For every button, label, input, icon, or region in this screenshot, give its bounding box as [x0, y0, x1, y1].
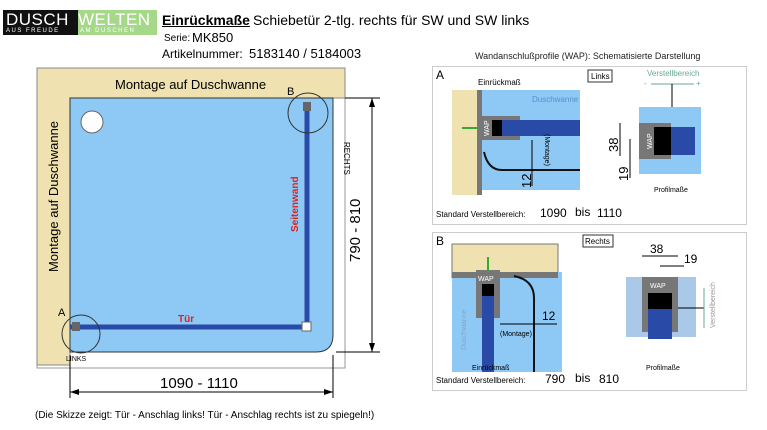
range-label: Verstellbereich	[710, 282, 717, 328]
range-from: 790	[545, 372, 565, 386]
marker-circle-a	[61, 314, 101, 354]
side-badge: Rechts	[585, 237, 610, 246]
side-badge: Links	[591, 72, 610, 81]
range-to: 1110	[597, 206, 622, 220]
logo-text-2: WELTEN	[78, 10, 151, 29]
std-range-label: Standard Verstellbereich:	[436, 210, 525, 219]
side-wall-label: Seitenwand	[290, 176, 301, 232]
minus-sign: -	[644, 79, 647, 88]
std-range-label: Standard Verstellbereich:	[436, 376, 525, 385]
tray-label: Duschwanne	[532, 95, 579, 104]
dim-12: 12	[519, 174, 534, 188]
montage-label: (Montage)	[543, 134, 550, 166]
article-value: 5183140 / 5184003	[249, 46, 362, 61]
page-title: Einrückmaße	[162, 12, 250, 28]
marker-circle-b	[287, 92, 329, 134]
logo-sub-2: AM DUSCHEN	[80, 28, 136, 34]
left-corner-label: LINKS	[66, 356, 87, 363]
right-corner-label: RECHTS	[342, 142, 351, 175]
serie-label: Serie:	[164, 33, 191, 44]
dim-38: 38	[606, 138, 621, 152]
marker-a: A	[58, 307, 66, 319]
duschwelten-logo: DUSCH AUS FREUDE WELTEN AM DUSCHEN	[3, 10, 157, 35]
footnote: (Die Skizze zeigt: Tür - Anschlag links!…	[35, 410, 374, 421]
einrueck-label: Einrückmaß	[478, 78, 521, 87]
panel-letter: A	[436, 68, 444, 82]
article-label: Artikelnummer:	[162, 47, 243, 61]
wap-panel-b: B Rechts Duschwanne WAP 12 (Montage) Ein…	[432, 232, 747, 391]
profile-label: Profilmaße	[654, 187, 688, 194]
panel-letter: B	[436, 234, 444, 248]
wap-label: WAP	[650, 283, 666, 290]
tray-label: Duschwanne	[461, 309, 468, 350]
door-label: Tür	[178, 314, 194, 325]
range-from: 1090	[540, 206, 567, 220]
dim-19: 19	[684, 252, 698, 266]
shower-tray	[69, 97, 334, 353]
wap-label: WAP	[478, 276, 494, 283]
montage-label: (Montage)	[500, 331, 532, 338]
logo-text-1: DUSCH	[6, 10, 69, 29]
page-subtitle: Schiebetür 2-tlg. rechts für SW und SW l…	[253, 12, 530, 28]
dim-38: 38	[650, 242, 664, 256]
profile-label: Profilmaße	[646, 365, 680, 372]
range-label: Verstellbereich	[647, 69, 699, 78]
range-bis: bis	[575, 205, 590, 219]
dim-12: 12	[542, 309, 556, 323]
wap-label: WAP	[484, 120, 491, 136]
height-dimension: 790 - 810	[347, 199, 364, 262]
top-label: Montage auf Duschwanne	[115, 77, 266, 92]
wap-label: WAP	[647, 133, 654, 149]
dim-19: 19	[616, 167, 631, 181]
range-to: 810	[599, 372, 619, 386]
plus-sign: +	[696, 79, 701, 88]
einrueck-label: Einrückmaß	[472, 365, 509, 372]
drain-icon	[80, 110, 104, 134]
left-label: Montage auf Duschwanne	[46, 121, 61, 272]
wap-title: Wandanschlußprofile (WAP): Schematisiert…	[475, 51, 701, 61]
range-bis: bis	[575, 371, 590, 385]
wap-panel-a: A Links Einrückmaß Duschwanne WAP (Monta…	[432, 66, 747, 225]
marker-b: B	[287, 86, 294, 98]
shower-sketch: Montage auf Duschwanne Montage auf Dusch…	[35, 67, 380, 421]
serie-value: MK850	[192, 30, 234, 45]
logo-sub-1: AUS FREUDE	[6, 28, 60, 34]
width-dimension: 1090 - 1110	[160, 375, 238, 392]
